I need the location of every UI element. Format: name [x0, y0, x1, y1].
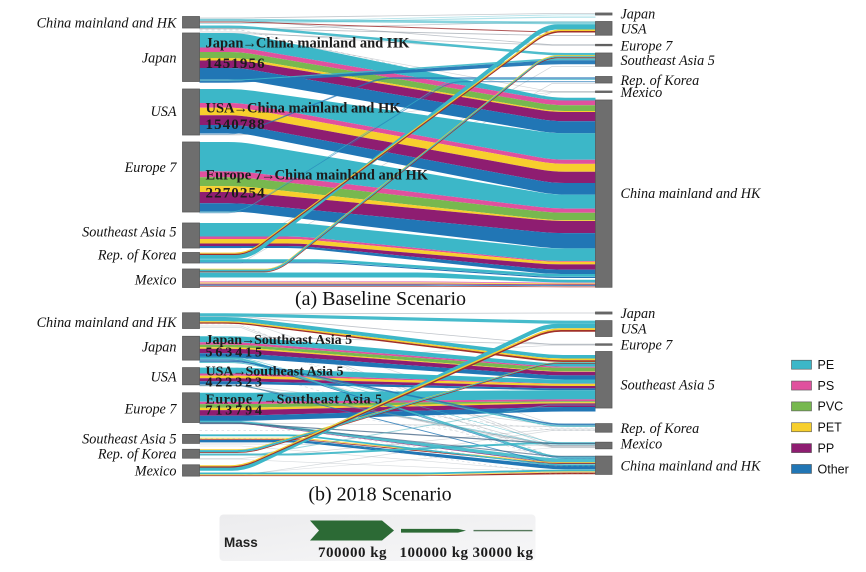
svg-text:422323: 422323 — [206, 376, 265, 391]
svg-text:Rep. of Korea: Rep. of Korea — [620, 73, 700, 89]
svg-text:Southeast Asia 5: Southeast Asia 5 — [621, 378, 715, 394]
svg-text:USA: USA — [621, 322, 647, 338]
svg-text:Japan: Japan — [621, 7, 656, 23]
svg-text:PP: PP — [818, 441, 835, 455]
svg-text:Europe 7→China mainland and HK: Europe 7→China mainland and HK — [206, 168, 429, 184]
svg-text:Mass: Mass — [224, 535, 258, 550]
svg-text:1451956: 1451956 — [206, 56, 266, 72]
svg-text:Other: Other — [818, 462, 849, 476]
svg-text:Mexico: Mexico — [620, 85, 663, 101]
svg-text:China mainland and HK: China mainland and HK — [37, 315, 178, 331]
svg-text:Japan→China mainland and HK: Japan→China mainland and HK — [206, 36, 411, 52]
svg-text:Rep. of Korea: Rep. of Korea — [620, 421, 700, 437]
svg-text:USA: USA — [621, 22, 647, 38]
svg-text:30000 kg: 30000 kg — [472, 545, 533, 561]
svg-text:Japan: Japan — [621, 306, 656, 322]
svg-text:Europe 7: Europe 7 — [124, 160, 178, 176]
svg-text:PS: PS — [818, 379, 835, 393]
svg-text:Rep. of Korea: Rep. of Korea — [97, 447, 177, 463]
svg-text:Europe 7: Europe 7 — [620, 39, 674, 55]
svg-text:713794: 713794 — [206, 404, 265, 419]
svg-text:700000 kg: 700000 kg — [318, 545, 387, 561]
svg-text:563415: 563415 — [206, 346, 265, 361]
svg-text:Mexico: Mexico — [134, 464, 177, 480]
svg-text:Mexico: Mexico — [620, 436, 663, 452]
svg-text:China mainland and HK: China mainland and HK — [37, 15, 178, 31]
svg-text:Southeast Asia 5: Southeast Asia 5 — [82, 225, 176, 241]
svg-text:PVC: PVC — [818, 400, 844, 414]
svg-text:Mexico: Mexico — [134, 272, 177, 288]
svg-text:USA: USA — [150, 370, 176, 386]
svg-text:USA: USA — [150, 104, 176, 120]
svg-text:(b) 2018 Scenario: (b) 2018 Scenario — [308, 484, 451, 506]
svg-text:Europe 7: Europe 7 — [124, 402, 178, 418]
svg-text:(a) Baseline Scenario: (a) Baseline Scenario — [295, 288, 466, 310]
svg-text:USA→China mainland and HK: USA→China mainland and HK — [206, 101, 402, 117]
svg-text:Japan: Japan — [142, 340, 177, 356]
svg-text:Southeast Asia 5: Southeast Asia 5 — [82, 432, 176, 448]
svg-text:100000 kg: 100000 kg — [399, 545, 468, 561]
svg-text:Japan: Japan — [142, 51, 177, 67]
svg-text:Japan→Southeast Asia 5: Japan→Southeast Asia 5 — [206, 333, 353, 348]
svg-text:Rep. of Korea: Rep. of Korea — [97, 248, 177, 264]
svg-text:Europe 7→Southeast Asia 5: Europe 7→Southeast Asia 5 — [206, 393, 383, 408]
svg-text:PE: PE — [818, 358, 835, 372]
svg-text:Southeast Asia 5: Southeast Asia 5 — [621, 53, 715, 69]
svg-text:1540788: 1540788 — [206, 117, 266, 133]
svg-text:Europe 7: Europe 7 — [620, 338, 674, 354]
svg-text:China mainland and HK: China mainland and HK — [621, 186, 762, 202]
svg-text:China mainland and HK: China mainland and HK — [621, 458, 762, 474]
svg-text:2270254: 2270254 — [206, 186, 266, 202]
svg-text:PET: PET — [818, 421, 843, 435]
svg-text:USA→Southeast Asia 5: USA→Southeast Asia 5 — [206, 365, 344, 380]
